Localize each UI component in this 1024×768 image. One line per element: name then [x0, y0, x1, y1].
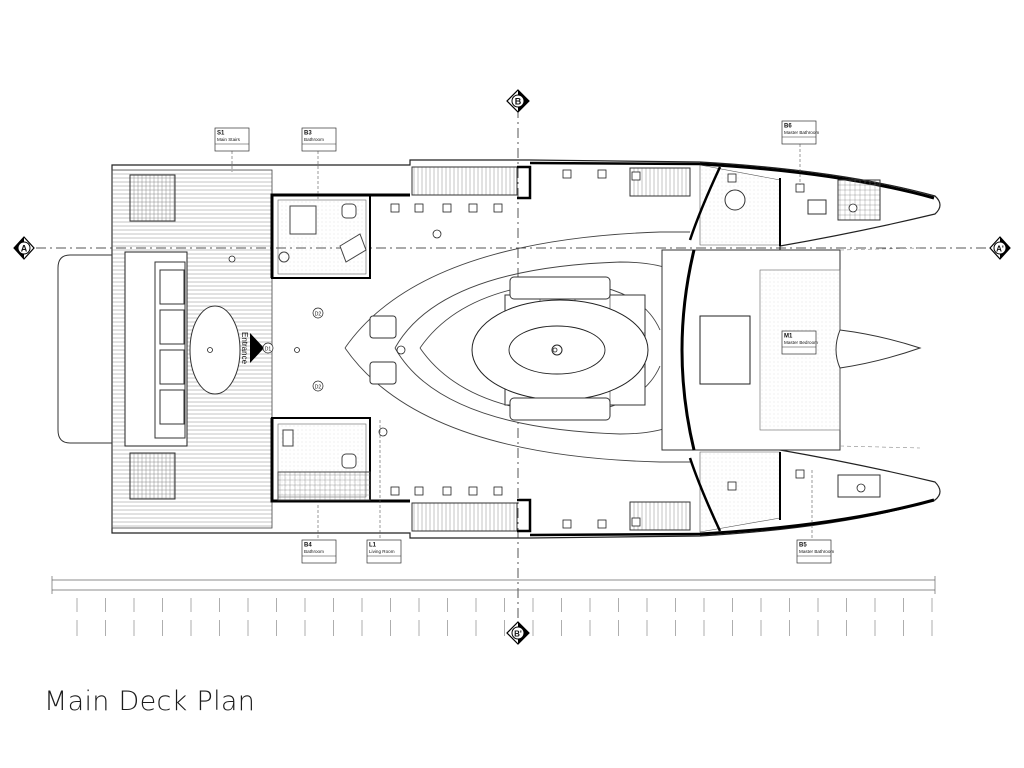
section-marker-b-top: B: [506, 89, 530, 113]
master-bathroom-b5: [699, 451, 881, 533]
section-marker-a-left: A: [13, 236, 35, 260]
room-tag-name: Bathroom: [304, 137, 324, 142]
stern-outline: [57, 254, 112, 444]
ceiling-lights: [207, 169, 866, 529]
room-tag-id: S1: [217, 131, 225, 137]
room-tag-id: B5: [799, 543, 807, 549]
section-label-b-bottom: B': [514, 630, 522, 639]
master-bathroom-b6: [699, 164, 881, 246]
grid-ticks: [76, 598, 933, 636]
room-tag-id: B4: [304, 543, 312, 549]
stairs-lower: [411, 502, 518, 532]
room-tag-id: L1: [369, 543, 377, 549]
room-tag-id: B6: [784, 124, 792, 130]
entrance-label: Entrance: [240, 332, 249, 365]
drawing-caption: Main Deck Plan: [44, 686, 256, 717]
room-tag-id: M1: [784, 334, 793, 340]
dining-area: [471, 276, 649, 421]
room-tag-id: B3: [304, 131, 312, 137]
section-label-a-right: A': [996, 245, 1004, 254]
door-tag-d1: D1: [265, 347, 272, 353]
bathroom-b3: [277, 199, 367, 275]
room-tag-name: Master Bathroom: [784, 130, 819, 135]
room-tag-name: Living Room: [369, 549, 395, 554]
section-marker-b-bottom: B': [506, 621, 530, 645]
room-tag-name: Master Bathroom: [799, 549, 834, 554]
section-label-b-top: B: [515, 97, 522, 107]
aft-lounge: [154, 261, 241, 439]
dimension-lines: [51, 576, 936, 594]
room-tag-name: Master Bedroom: [784, 340, 818, 345]
door-tag-d2-lower: D2: [315, 385, 322, 391]
entrance-arrow: [250, 333, 264, 363]
door-tag-d2-upper: D2: [315, 312, 322, 318]
section-marker-a-right: A': [989, 236, 1011, 260]
room-tag-name: Main Stairs: [217, 137, 241, 142]
stairs-upper: [411, 166, 518, 196]
room-tag-name: Bathroom: [304, 549, 324, 554]
door-tags: D2 D1 D2: [262, 307, 324, 392]
section-label-a-left: A: [21, 244, 28, 254]
bow-trampoline: [835, 329, 922, 369]
bathroom-b4: [277, 423, 371, 501]
